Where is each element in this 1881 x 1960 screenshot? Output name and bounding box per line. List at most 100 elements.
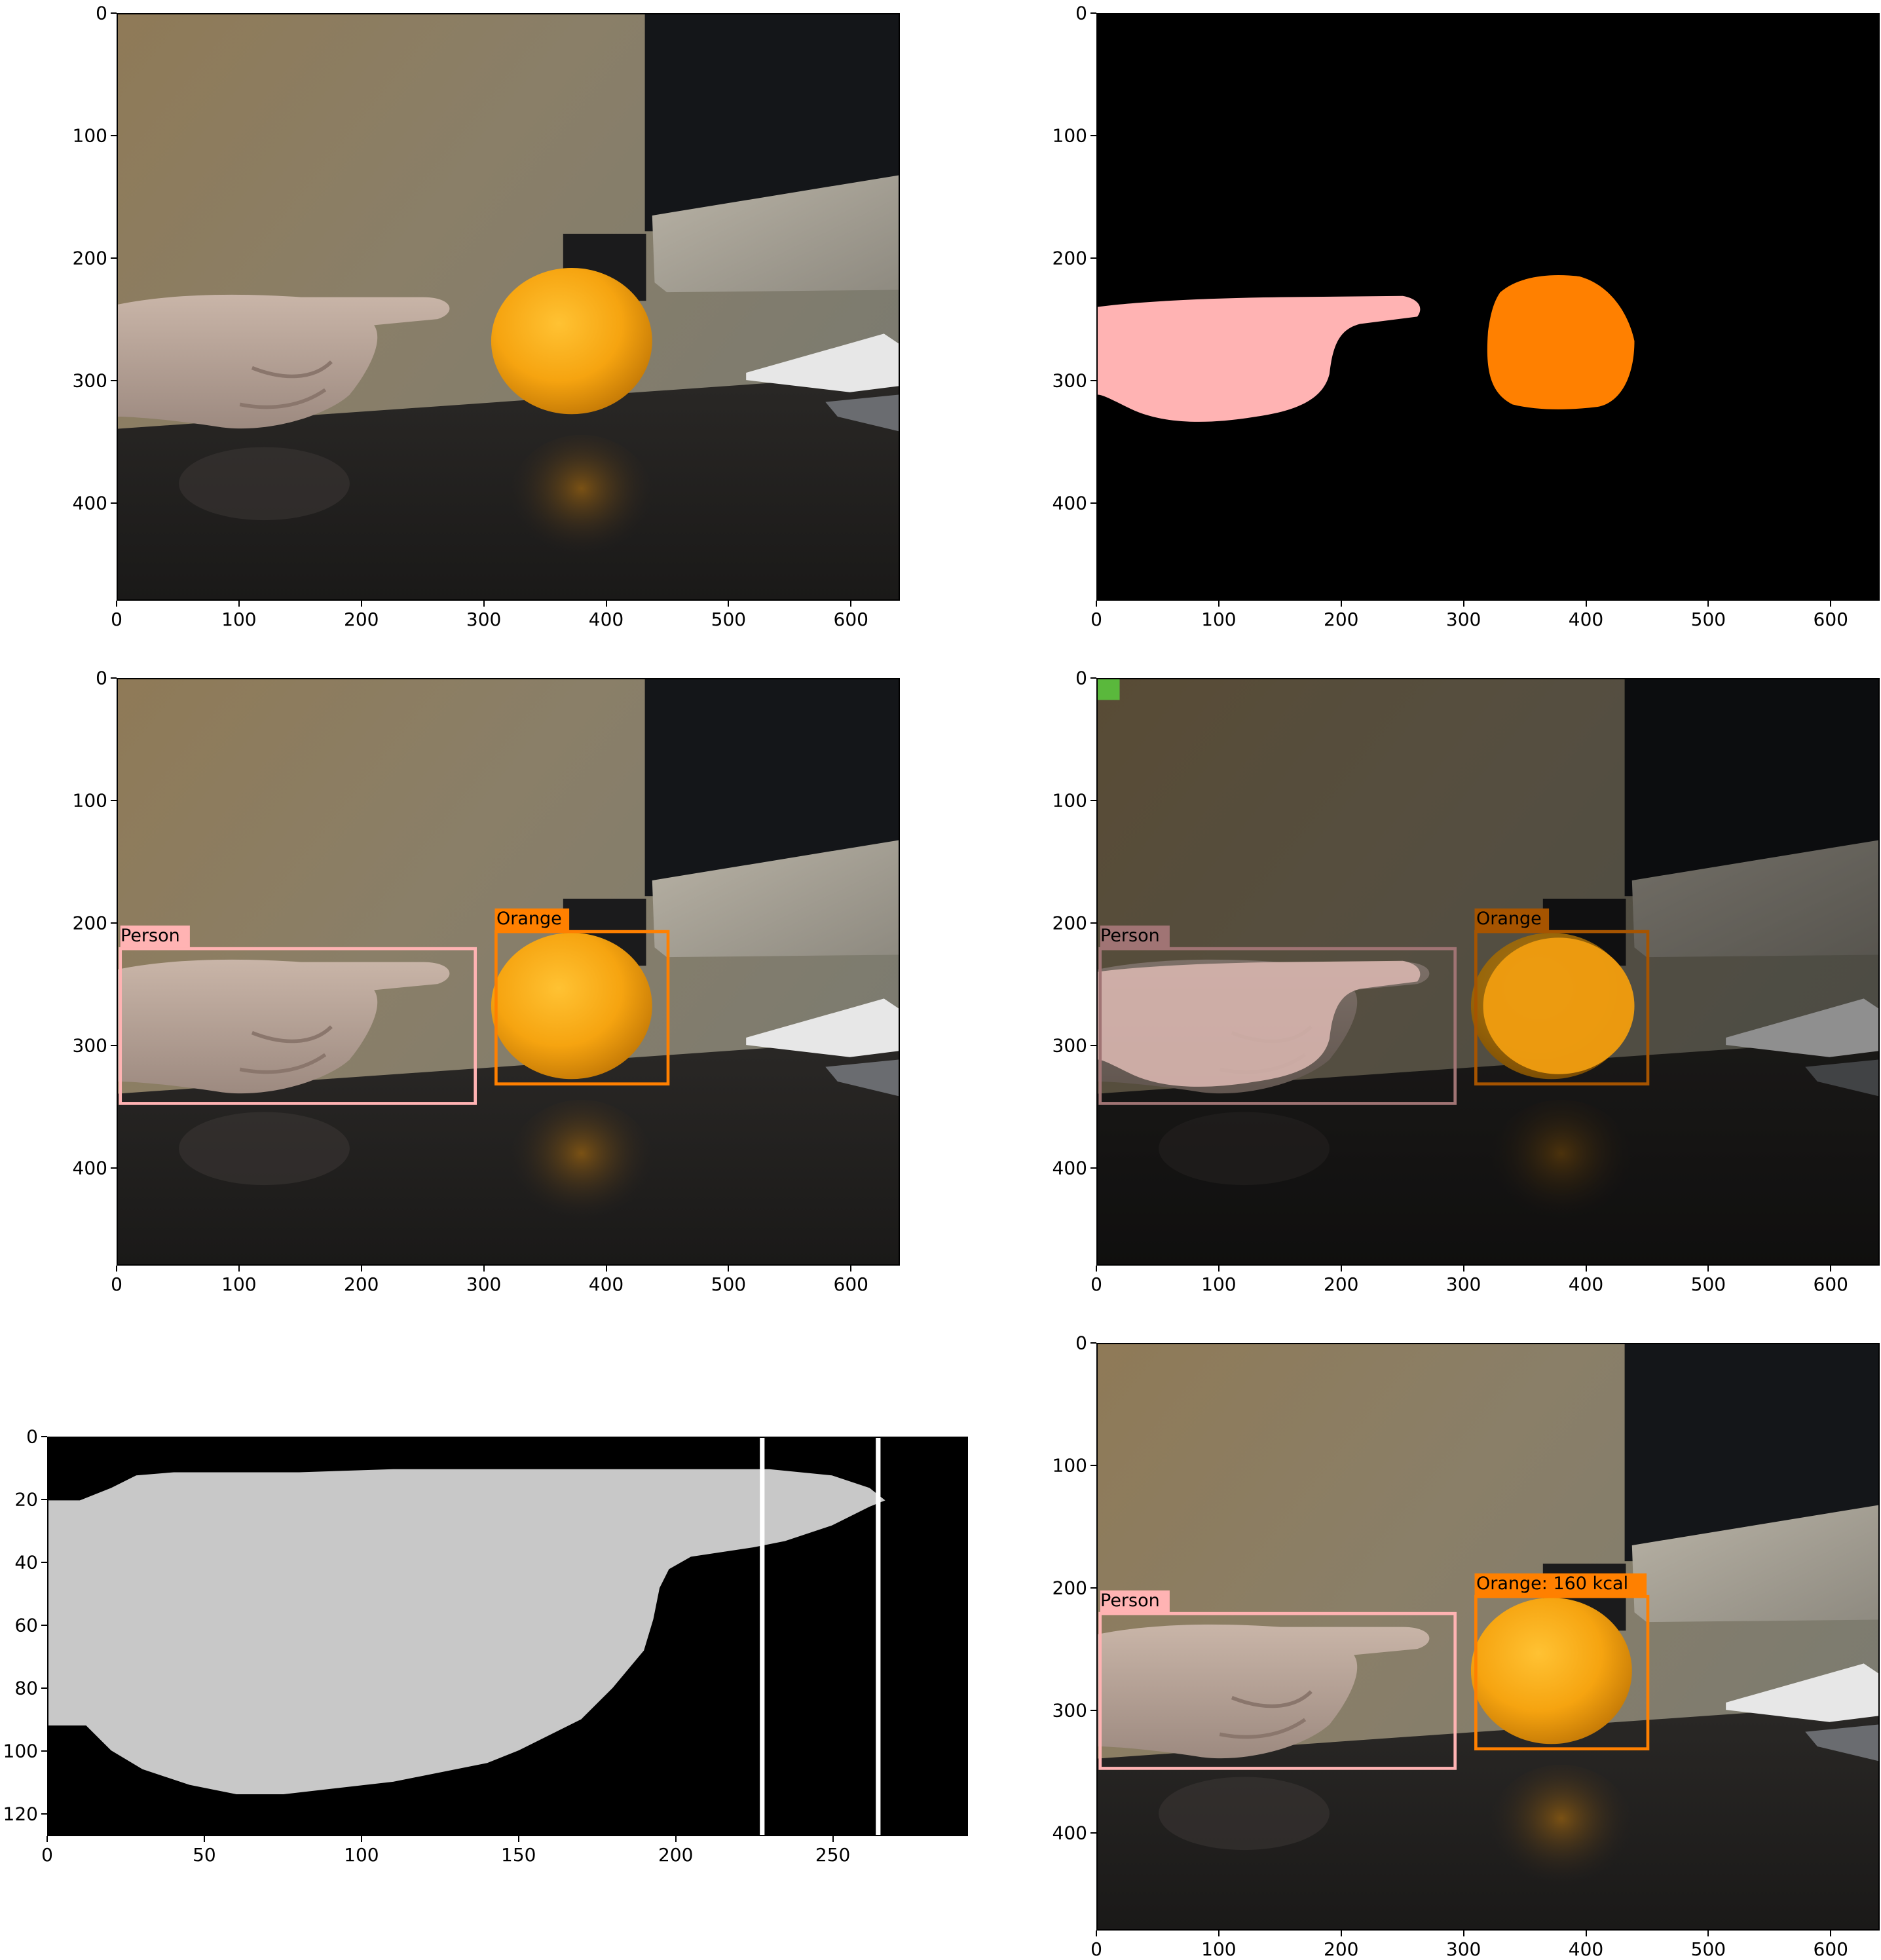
x-tick-label: 500	[1690, 1938, 1726, 1960]
y-tick-mark	[41, 1499, 47, 1501]
y-tick-label: 200	[1052, 1577, 1087, 1599]
x-tick-mark	[1340, 1266, 1342, 1272]
y-tick-mark	[1090, 1709, 1096, 1711]
x-tick-mark	[675, 1836, 677, 1842]
final-frame: Person Orange: 160 kcal	[1096, 1343, 1880, 1931]
x-tick-label: 0	[1090, 609, 1102, 630]
y-tick-mark	[1090, 799, 1096, 801]
x-tick-label: 300	[466, 609, 502, 630]
y-tick-mark	[111, 677, 117, 679]
y-tick-mark	[1090, 257, 1096, 259]
x-tick-mark	[850, 1266, 852, 1272]
y-tick-mark	[111, 134, 117, 136]
panel-cropped-mask	[47, 1437, 968, 1836]
y-tick-label: 200	[72, 912, 107, 934]
detections-frame: Person Orange	[117, 678, 900, 1266]
y-tick-mark	[111, 379, 117, 381]
y-tick-mark	[1090, 922, 1096, 924]
x-tick-mark	[728, 1266, 730, 1272]
x-tick-label: 300	[1445, 1938, 1481, 1960]
x-tick-mark	[1707, 1266, 1709, 1272]
detections-scene	[118, 679, 899, 1264]
y-tick-mark	[1090, 1342, 1096, 1344]
y-tick-label: 100	[1052, 1454, 1087, 1477]
overlay-frame: Person Orange	[1096, 678, 1880, 1266]
x-tick-label: 200	[1324, 1938, 1359, 1960]
person-label: Person	[121, 926, 180, 946]
x-tick-mark	[1585, 1931, 1587, 1936]
x-tick-mark	[483, 601, 485, 607]
y-tick-label: 100	[72, 124, 107, 147]
x-tick-label: 200	[1324, 1273, 1359, 1295]
y-tick-label: 400	[1052, 1157, 1087, 1178]
x-tick-mark	[238, 1266, 240, 1272]
x-tick-label: 100	[1201, 1273, 1237, 1295]
y-tick-label: 200	[1052, 912, 1087, 934]
x-tick-label: 400	[1568, 1938, 1604, 1960]
x-tick-label: 600	[833, 1273, 868, 1295]
x-tick-label: 600	[1813, 1938, 1848, 1960]
panel-overlay: Person Orange	[1096, 678, 1880, 1266]
overlay-orange-label: Orange	[1476, 909, 1542, 929]
person-mask	[1098, 295, 1421, 422]
x-tick-mark	[1462, 1266, 1464, 1272]
x-tick-label: 100	[1201, 1938, 1237, 1960]
x-tick-mark	[1218, 601, 1220, 607]
x-tick-label: 100	[221, 609, 257, 630]
cropped-mask-frame	[47, 1437, 968, 1836]
y-tick-mark	[111, 12, 117, 14]
y-tick-mark	[41, 1750, 47, 1752]
x-tick-label: 300	[466, 1273, 502, 1295]
y-tick-mark	[1090, 1832, 1096, 1834]
final-orange-kcal-label: Orange: 160 kcal	[1476, 1574, 1629, 1594]
mask-frame	[1096, 13, 1880, 601]
y-tick-label: 300	[1052, 1034, 1087, 1057]
y-tick-label: 40	[14, 1551, 38, 1574]
y-tick-label: 100	[3, 1740, 38, 1762]
y-tick-label: 400	[72, 1157, 107, 1178]
y-tick-label: 0	[96, 2, 107, 24]
x-tick-mark	[605, 1266, 607, 1272]
y-tick-mark	[1090, 1587, 1096, 1589]
x-tick-mark	[1340, 601, 1342, 607]
x-tick-label: 400	[588, 609, 624, 630]
x-tick-mark	[360, 1266, 362, 1272]
x-tick-mark	[47, 1836, 48, 1842]
y-tick-label: 0	[26, 1425, 38, 1448]
x-tick-mark	[1340, 1931, 1342, 1936]
y-tick-mark	[111, 1044, 117, 1046]
x-tick-label: 0	[1090, 1938, 1102, 1960]
x-tick-label: 50	[193, 1844, 216, 1866]
y-tick-label: 100	[1052, 124, 1087, 147]
x-tick-label: 200	[1324, 609, 1359, 630]
x-tick-mark	[483, 1266, 485, 1272]
y-tick-label: 0	[96, 667, 107, 689]
x-tick-mark	[1830, 1931, 1832, 1936]
x-tick-mark	[238, 601, 240, 607]
y-tick-mark	[41, 1625, 47, 1627]
x-tick-label: 600	[1813, 1273, 1848, 1295]
y-tick-label: 0	[1075, 667, 1087, 689]
x-tick-label: 200	[344, 1273, 379, 1295]
y-tick-mark	[41, 1813, 47, 1815]
final-scene	[1098, 1344, 1878, 1929]
x-tick-mark	[832, 1836, 834, 1842]
x-tick-mark	[360, 1836, 362, 1842]
x-tick-mark	[1830, 601, 1832, 607]
final-person-label: Person	[1100, 1591, 1160, 1611]
x-tick-label: 600	[833, 609, 868, 630]
x-tick-mark	[116, 601, 117, 607]
x-tick-label: 500	[1690, 1273, 1726, 1295]
y-tick-mark	[1090, 379, 1096, 381]
x-tick-label: 400	[1568, 609, 1604, 630]
y-tick-mark	[1090, 12, 1096, 14]
y-tick-mark	[111, 502, 117, 504]
y-tick-label: 0	[1075, 2, 1087, 24]
y-tick-mark	[1090, 502, 1096, 504]
hand-mask-shape	[48, 1469, 885, 1794]
y-tick-label: 300	[1052, 369, 1087, 392]
y-tick-label: 100	[72, 789, 107, 812]
y-tick-label: 400	[72, 492, 107, 514]
x-tick-mark	[605, 601, 607, 607]
